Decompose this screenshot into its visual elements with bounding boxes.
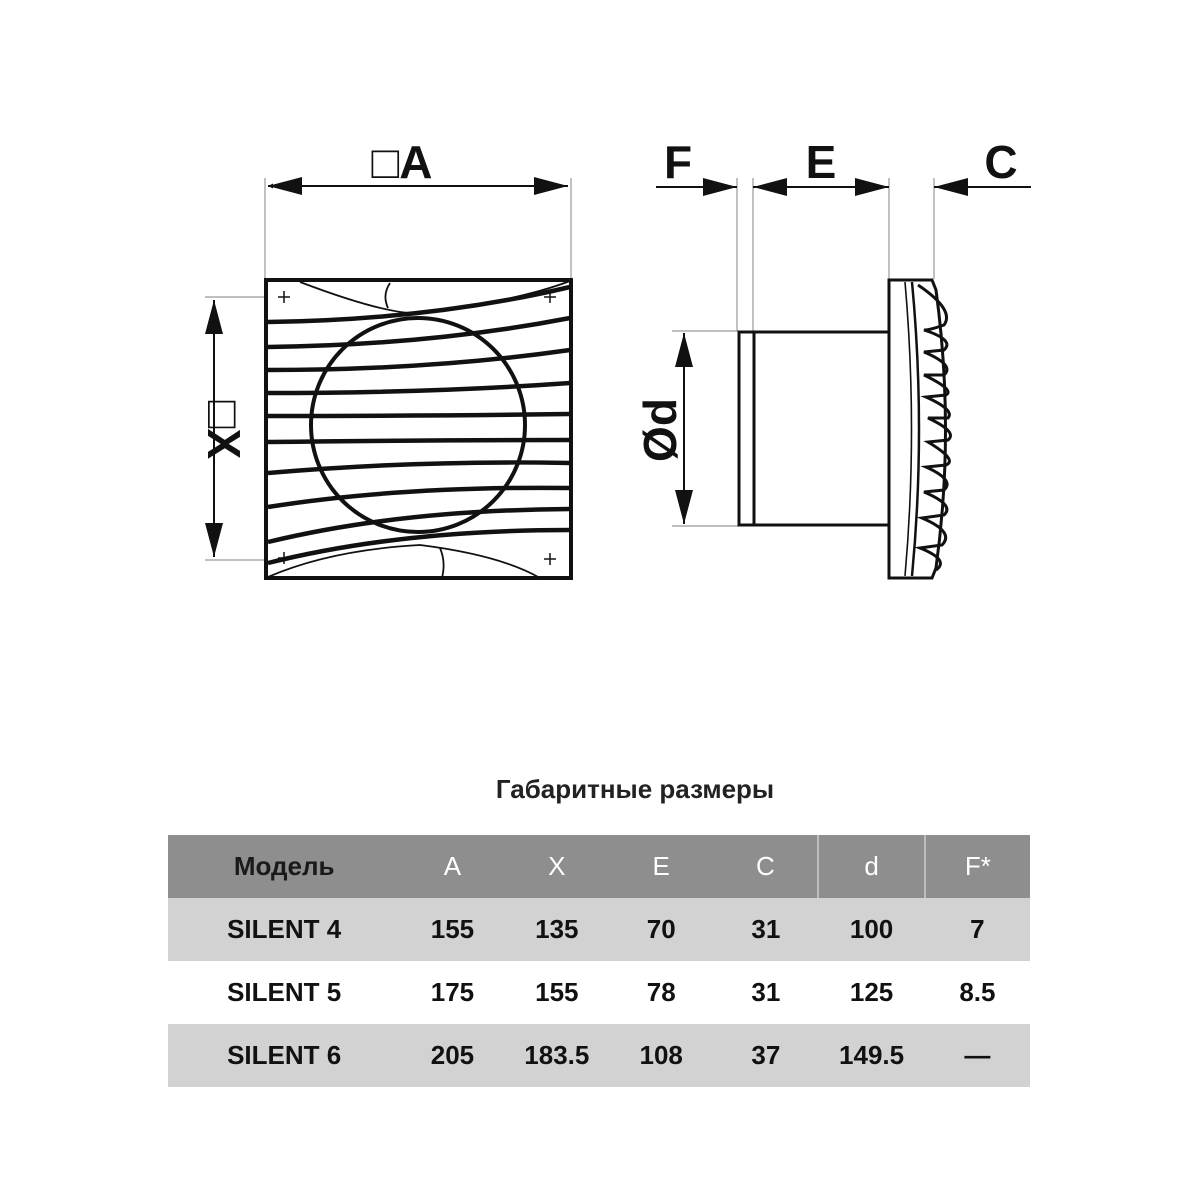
dimension-f-label: F: [664, 136, 692, 188]
dimension-x-label: □X: [198, 401, 250, 460]
header-f: F*: [923, 835, 1030, 898]
cell-model: SILENT 4: [168, 898, 401, 961]
fan-dimension-drawing: □A □X: [198, 136, 1031, 580]
cell-c: 37: [713, 1024, 819, 1087]
cell-c: 31: [713, 961, 819, 1024]
cell-e: 108: [609, 1024, 714, 1087]
mounting-hole-marks: [278, 291, 556, 565]
header-a: A: [400, 835, 505, 898]
header-x: X: [504, 835, 610, 898]
dimension-c-label: C: [984, 136, 1017, 188]
cell-f: 8.5: [924, 961, 1030, 1024]
cell-d: 100: [818, 898, 925, 961]
cell-e: 70: [609, 898, 714, 961]
header-e: E: [609, 835, 714, 898]
side-extension-lines: [672, 178, 935, 527]
table-row: SILENT 5 175 155 78 31 125 8.5: [168, 961, 1030, 1024]
dimensions-table: Модель A X E C d F* SILENT 4 155 135 70 …: [168, 835, 1030, 1087]
cell-d: 125: [818, 961, 925, 1024]
table-row: SILENT 4 155 135 70 31 100 7: [168, 898, 1030, 961]
duct-spigot: [737, 330, 891, 527]
cell-model: SILENT 6: [168, 1024, 401, 1087]
cell-f: 7: [924, 898, 1030, 961]
header-model: Модель: [168, 835, 401, 898]
dimension-d-label: Ød: [634, 398, 686, 462]
grille-circle: [309, 316, 527, 534]
grille-frame: [264, 278, 573, 580]
cell-c: 31: [713, 898, 819, 961]
cell-x: 135: [504, 898, 610, 961]
cell-a: 175: [400, 961, 505, 1024]
front-panel-profile: [887, 278, 947, 580]
cell-a: 155: [400, 898, 505, 961]
front-view: □A □X: [198, 136, 573, 580]
header-c: C: [713, 835, 819, 898]
cell-model: SILENT 5: [168, 961, 401, 1024]
cell-x: 155: [504, 961, 610, 1024]
dimension-a-label: □A: [371, 136, 432, 188]
table-header-row: Модель A X E C d F*: [168, 835, 1030, 898]
grille-slats: [267, 284, 571, 566]
cell-x: 183.5: [504, 1024, 610, 1087]
side-view: F E C Ød: [634, 136, 1031, 580]
dimension-e-label: E: [806, 136, 837, 188]
table-title: Габаритные размеры: [495, 774, 775, 804]
cell-e: 78: [609, 961, 714, 1024]
grille-slat-profile: [914, 283, 952, 572]
cell-f: —: [924, 1024, 1030, 1087]
table-row: SILENT 6 205 183.5 108 37 149.5 —: [168, 1024, 1030, 1087]
cell-a: 205: [400, 1024, 505, 1087]
header-d: d: [817, 835, 925, 898]
cell-d: 149.5: [818, 1024, 925, 1087]
